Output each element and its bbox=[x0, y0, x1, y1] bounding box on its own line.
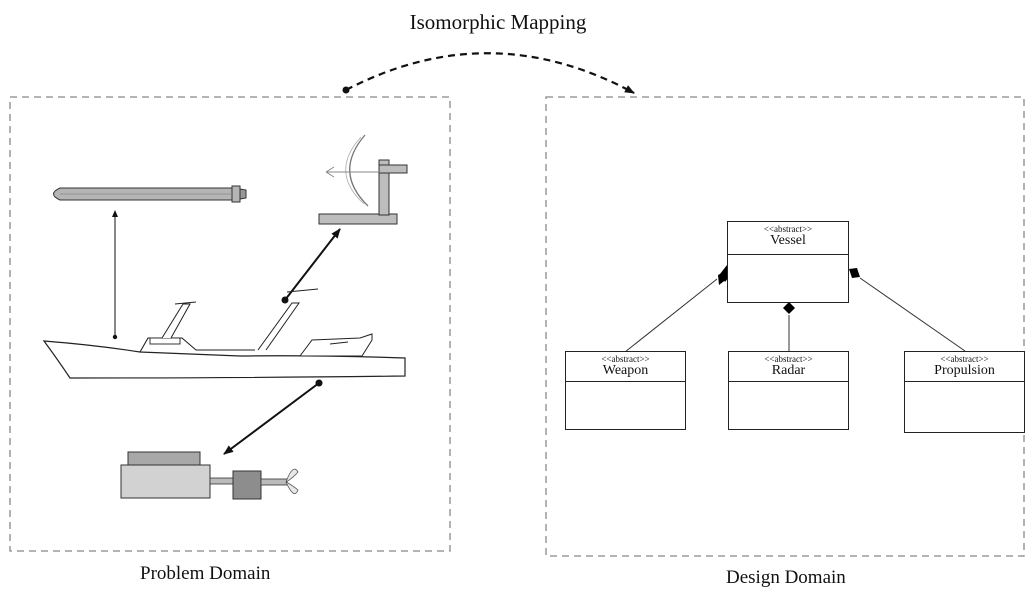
class-name: Radar bbox=[771, 363, 806, 378]
vessel-propulsion-composition bbox=[849, 268, 966, 352]
vessel-weapon-composition bbox=[624, 265, 732, 353]
class-name: Vessel bbox=[770, 233, 806, 248]
class-stereotype: <<abstract>> bbox=[764, 354, 813, 364]
problem-domain-label: Problem Domain bbox=[140, 563, 271, 584]
diagram-title: Isomorphic Mapping bbox=[409, 10, 587, 34]
design-domain-frame bbox=[545, 96, 1025, 557]
boat-icon bbox=[42, 288, 406, 379]
problem-domain-frame bbox=[9, 96, 451, 552]
engine-icon bbox=[120, 451, 299, 500]
isomorphic-mapping-arrow bbox=[342, 52, 635, 94]
torpedo-icon bbox=[53, 185, 247, 203]
propulsion-link-arrow bbox=[223, 379, 323, 455]
radar-dish-icon bbox=[318, 134, 408, 225]
class-name: Propulsion bbox=[934, 363, 995, 378]
design-domain-label: Design Domain bbox=[726, 567, 846, 588]
uml-class-weapon: <<abstract>> Weapon bbox=[565, 351, 686, 430]
class-stereotype: <<abstract>> bbox=[601, 354, 650, 364]
class-stereotype: <<abstract>> bbox=[940, 354, 989, 364]
uml-class-propulsion: <<abstract>> Propulsion bbox=[904, 351, 1025, 433]
vessel-radar-composition bbox=[783, 302, 795, 352]
uml-class-radar: <<abstract>> Radar bbox=[728, 351, 849, 430]
radar-link-arrow bbox=[281, 228, 341, 304]
weapon-mount-dot bbox=[112, 334, 118, 340]
uml-class-vessel: <<abstract>> Vessel bbox=[727, 221, 849, 303]
class-stereotype: <<abstract>> bbox=[763, 224, 813, 234]
class-name: Weapon bbox=[602, 363, 649, 378]
